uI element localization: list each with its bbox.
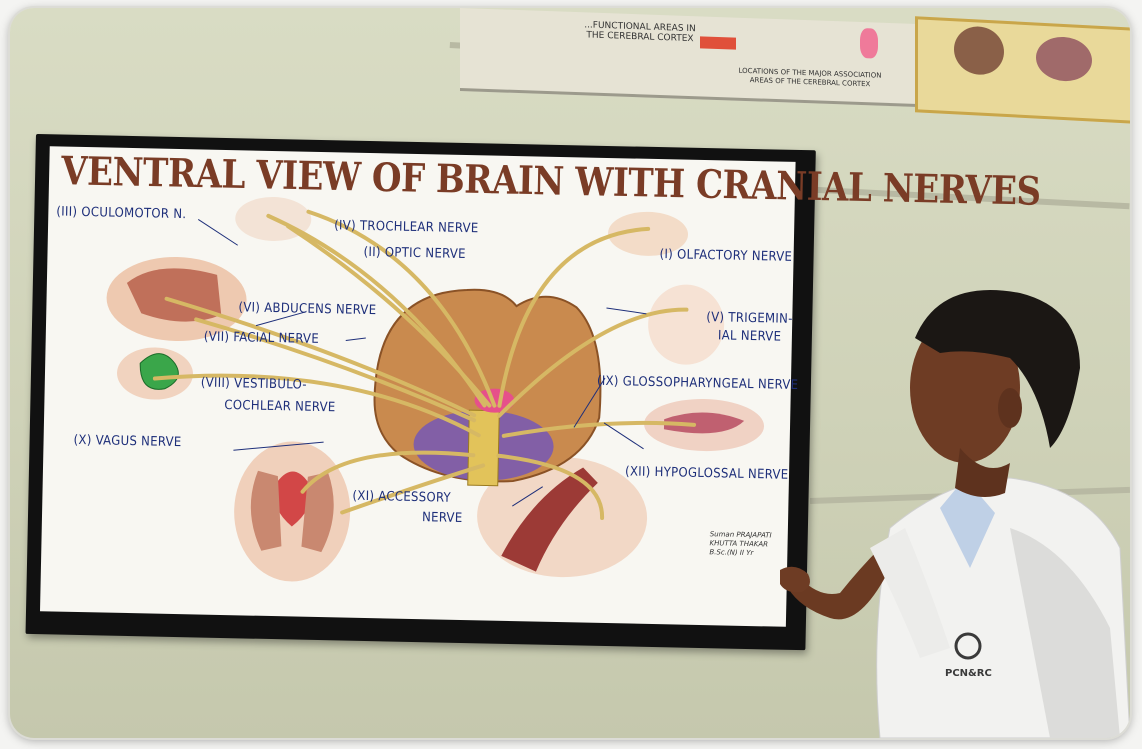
neck: [955, 448, 1010, 497]
pink-shape: [860, 28, 878, 59]
coat-logo-icon: [956, 634, 980, 658]
label-vagus: (X) VAGUS NERVE: [73, 433, 181, 450]
label-vestibulo-2: COCHLEAR NERVE: [224, 398, 336, 415]
brain-image-2: [1036, 36, 1092, 83]
label-abducens: (VI) ABDUCENS NERVE: [238, 300, 376, 318]
signature-line-3: B.Sc.(N) II Yr: [709, 548, 771, 558]
label-optic: (II) OPTIC NERVE: [363, 245, 465, 262]
label-trochlear: (IV) TROCHLEAR NERVE: [334, 218, 479, 236]
label-olfactory: (I) OLFACTORY NERVE: [659, 247, 792, 265]
label-facial: (VII) FACIAL NERVE: [204, 330, 320, 347]
lab-coat: [877, 478, 1130, 738]
ear: [998, 388, 1022, 428]
face: [910, 313, 1020, 463]
label-accessory-1: (XI) ACCESSORY: [352, 489, 451, 506]
photo-frame: ...FUNCTIONAL AREAS IN THE CEREBRAL CORT…: [10, 8, 1130, 738]
coat-logo-text: PCN&RC: [945, 668, 992, 679]
hair: [915, 290, 1080, 448]
brain-image-1: [954, 25, 1004, 76]
top-chart-cerebral-cortex: ...FUNCTIONAL AREAS IN THE CEREBRAL CORT…: [460, 8, 925, 107]
coat-sleeve: [870, 528, 950, 658]
top-chart-brain-lobes: [915, 16, 1130, 124]
label-trigeminal-2: IAL NERVE: [718, 328, 782, 344]
label-oculomotor: (III) OCULOMOTOR N.: [56, 204, 186, 222]
poster-paper: VENTRAL VIEW OF BRAIN WITH CRANIAL NERVE…: [40, 146, 796, 627]
label-vestibulo-1: (VIII) VESTIBULO-: [201, 376, 307, 393]
red-tag: [700, 36, 736, 49]
cranial-nerves-poster: VENTRAL VIEW OF BRAIN WITH CRANIAL NERVE…: [26, 134, 816, 650]
label-trigeminal-1: (V) TRIGEMIN-: [706, 310, 793, 327]
wall-rail-low: [810, 487, 1130, 504]
label-accessory-2: NERVE: [422, 510, 463, 526]
coat-shadow: [1010, 528, 1120, 738]
student-signature: Suman PRAJAPATI KHUTTA THAKAR B.Sc.(N) I…: [709, 530, 771, 558]
